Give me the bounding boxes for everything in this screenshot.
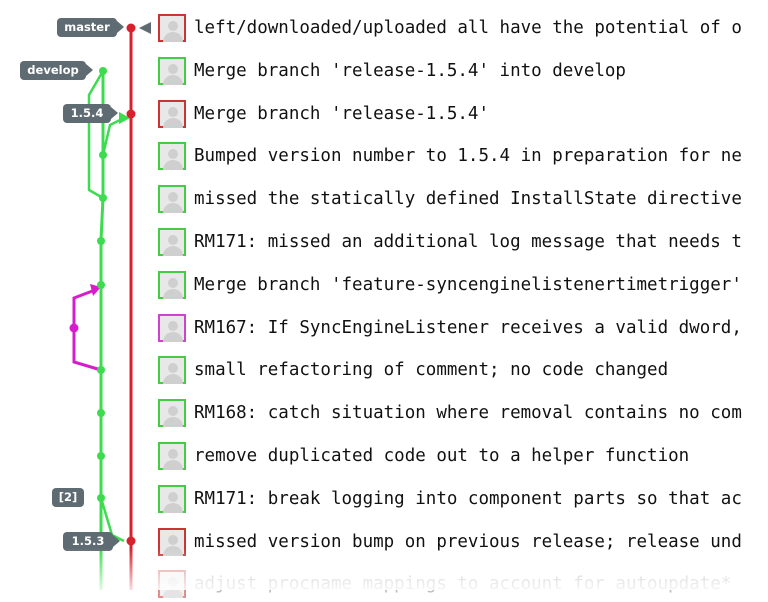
commit-message: remove duplicated code out to a helper f…	[194, 446, 690, 466]
commit-graph	[69, 22, 151, 590]
stash-count-tag[interactable]: [2]	[52, 488, 84, 507]
commit-row[interactable]: missed the statically defined InstallSta…	[158, 181, 768, 217]
commit-dot	[97, 409, 105, 417]
commit-row[interactable]: RM167: If SyncEngineListener receives a …	[158, 310, 768, 346]
commit-row[interactable]: Bumped version number to 1.5.4 in prepar…	[158, 138, 768, 174]
commit-row[interactable]: RM171: missed an additional log message …	[158, 224, 768, 260]
commit-dot	[97, 494, 105, 502]
ref-develop-tag[interactable]: develop	[20, 61, 93, 80]
commit-dot	[126, 536, 136, 546]
ref-master-tag[interactable]: master	[57, 18, 124, 37]
develop-branch-line	[99, 71, 105, 590]
commit-message: Merge branch 'release-1.5.4' into develo…	[194, 60, 626, 81]
commit-row[interactable]: remove duplicated code out to a helper f…	[158, 438, 768, 474]
commit-message: missed version bump on previous release;…	[194, 531, 742, 552]
merge-arrow-head	[119, 112, 130, 124]
author-avatar-icon	[158, 99, 186, 128]
commit-message: adjust procname mappings to account for …	[194, 574, 732, 595]
author-avatar-icon	[158, 270, 186, 299]
author-avatar-icon	[158, 356, 186, 385]
author-avatar-icon	[158, 185, 186, 214]
commit-row[interactable]: left/downloaded/uploaded all have the po…	[158, 10, 768, 46]
commit-dot	[97, 452, 105, 460]
author-avatar-icon	[158, 527, 186, 556]
commit-row[interactable]: Merge branch 'feature-syncenginelistener…	[158, 267, 768, 303]
author-avatar-icon	[158, 313, 186, 342]
develop-parallel-line	[87, 70, 105, 200]
commit-row[interactable]: Merge branch 'release-1.5.4' into develo…	[158, 53, 768, 89]
commit-row[interactable]: Merge branch 'release-1.5.4'	[158, 96, 768, 132]
head-pointer-icon	[139, 22, 151, 34]
commit-dot	[99, 67, 107, 75]
ref-tag-154[interactable]: 1.5.4	[63, 104, 118, 123]
commit-message: missed the statically defined InstallSta…	[194, 189, 742, 210]
commit-message: Merge branch 'release-1.5.4'	[194, 103, 490, 124]
author-avatar-icon	[158, 442, 186, 470]
commit-message: small refactoring of comment; no code ch…	[194, 360, 669, 381]
commit-dot	[99, 151, 107, 159]
commit-message: RM167: If SyncEngineListener receives a …	[194, 317, 742, 338]
commit-message: RM168: catch situation where removal con…	[194, 403, 742, 424]
commit-dot	[97, 366, 105, 374]
commit-message: left/downloaded/uploaded all have the po…	[194, 18, 742, 38]
commit-row[interactable]: missed version bump on previous release;…	[158, 524, 768, 560]
author-avatar-icon	[158, 399, 186, 428]
author-avatar-icon	[158, 484, 186, 513]
commit-dot	[97, 281, 105, 289]
author-avatar-icon	[158, 570, 186, 599]
ref-tag-153[interactable]: 1.5.3	[63, 532, 120, 551]
merge-to-master-line	[101, 116, 125, 156]
commit-row[interactable]: RM168: catch situation where removal con…	[158, 395, 768, 431]
commit-dot	[69, 323, 79, 333]
commit-message: Bumped version number to 1.5.4 in prepar…	[194, 146, 742, 167]
author-avatar-icon	[158, 14, 186, 42]
author-avatar-icon	[158, 142, 186, 171]
commit-dot	[126, 23, 136, 33]
commit-message: RM171: missed an additional log message …	[194, 232, 742, 252]
commit-message: Merge branch 'feature-syncenginelistener…	[194, 274, 742, 295]
commit-dot	[126, 109, 136, 119]
commit-dot	[97, 237, 105, 245]
commit-dot	[99, 194, 107, 202]
author-avatar-icon	[158, 228, 186, 256]
commit-row[interactable]: adjust procname mappings to account for …	[158, 566, 768, 602]
author-avatar-icon	[158, 56, 186, 85]
commit-message: RM171: break logging into component part…	[194, 488, 742, 509]
commit-row[interactable]: small refactoring of comment; no code ch…	[158, 352, 768, 388]
commit-row[interactable]: RM171: break logging into component part…	[158, 481, 768, 517]
feature-branch-line	[72, 288, 102, 372]
